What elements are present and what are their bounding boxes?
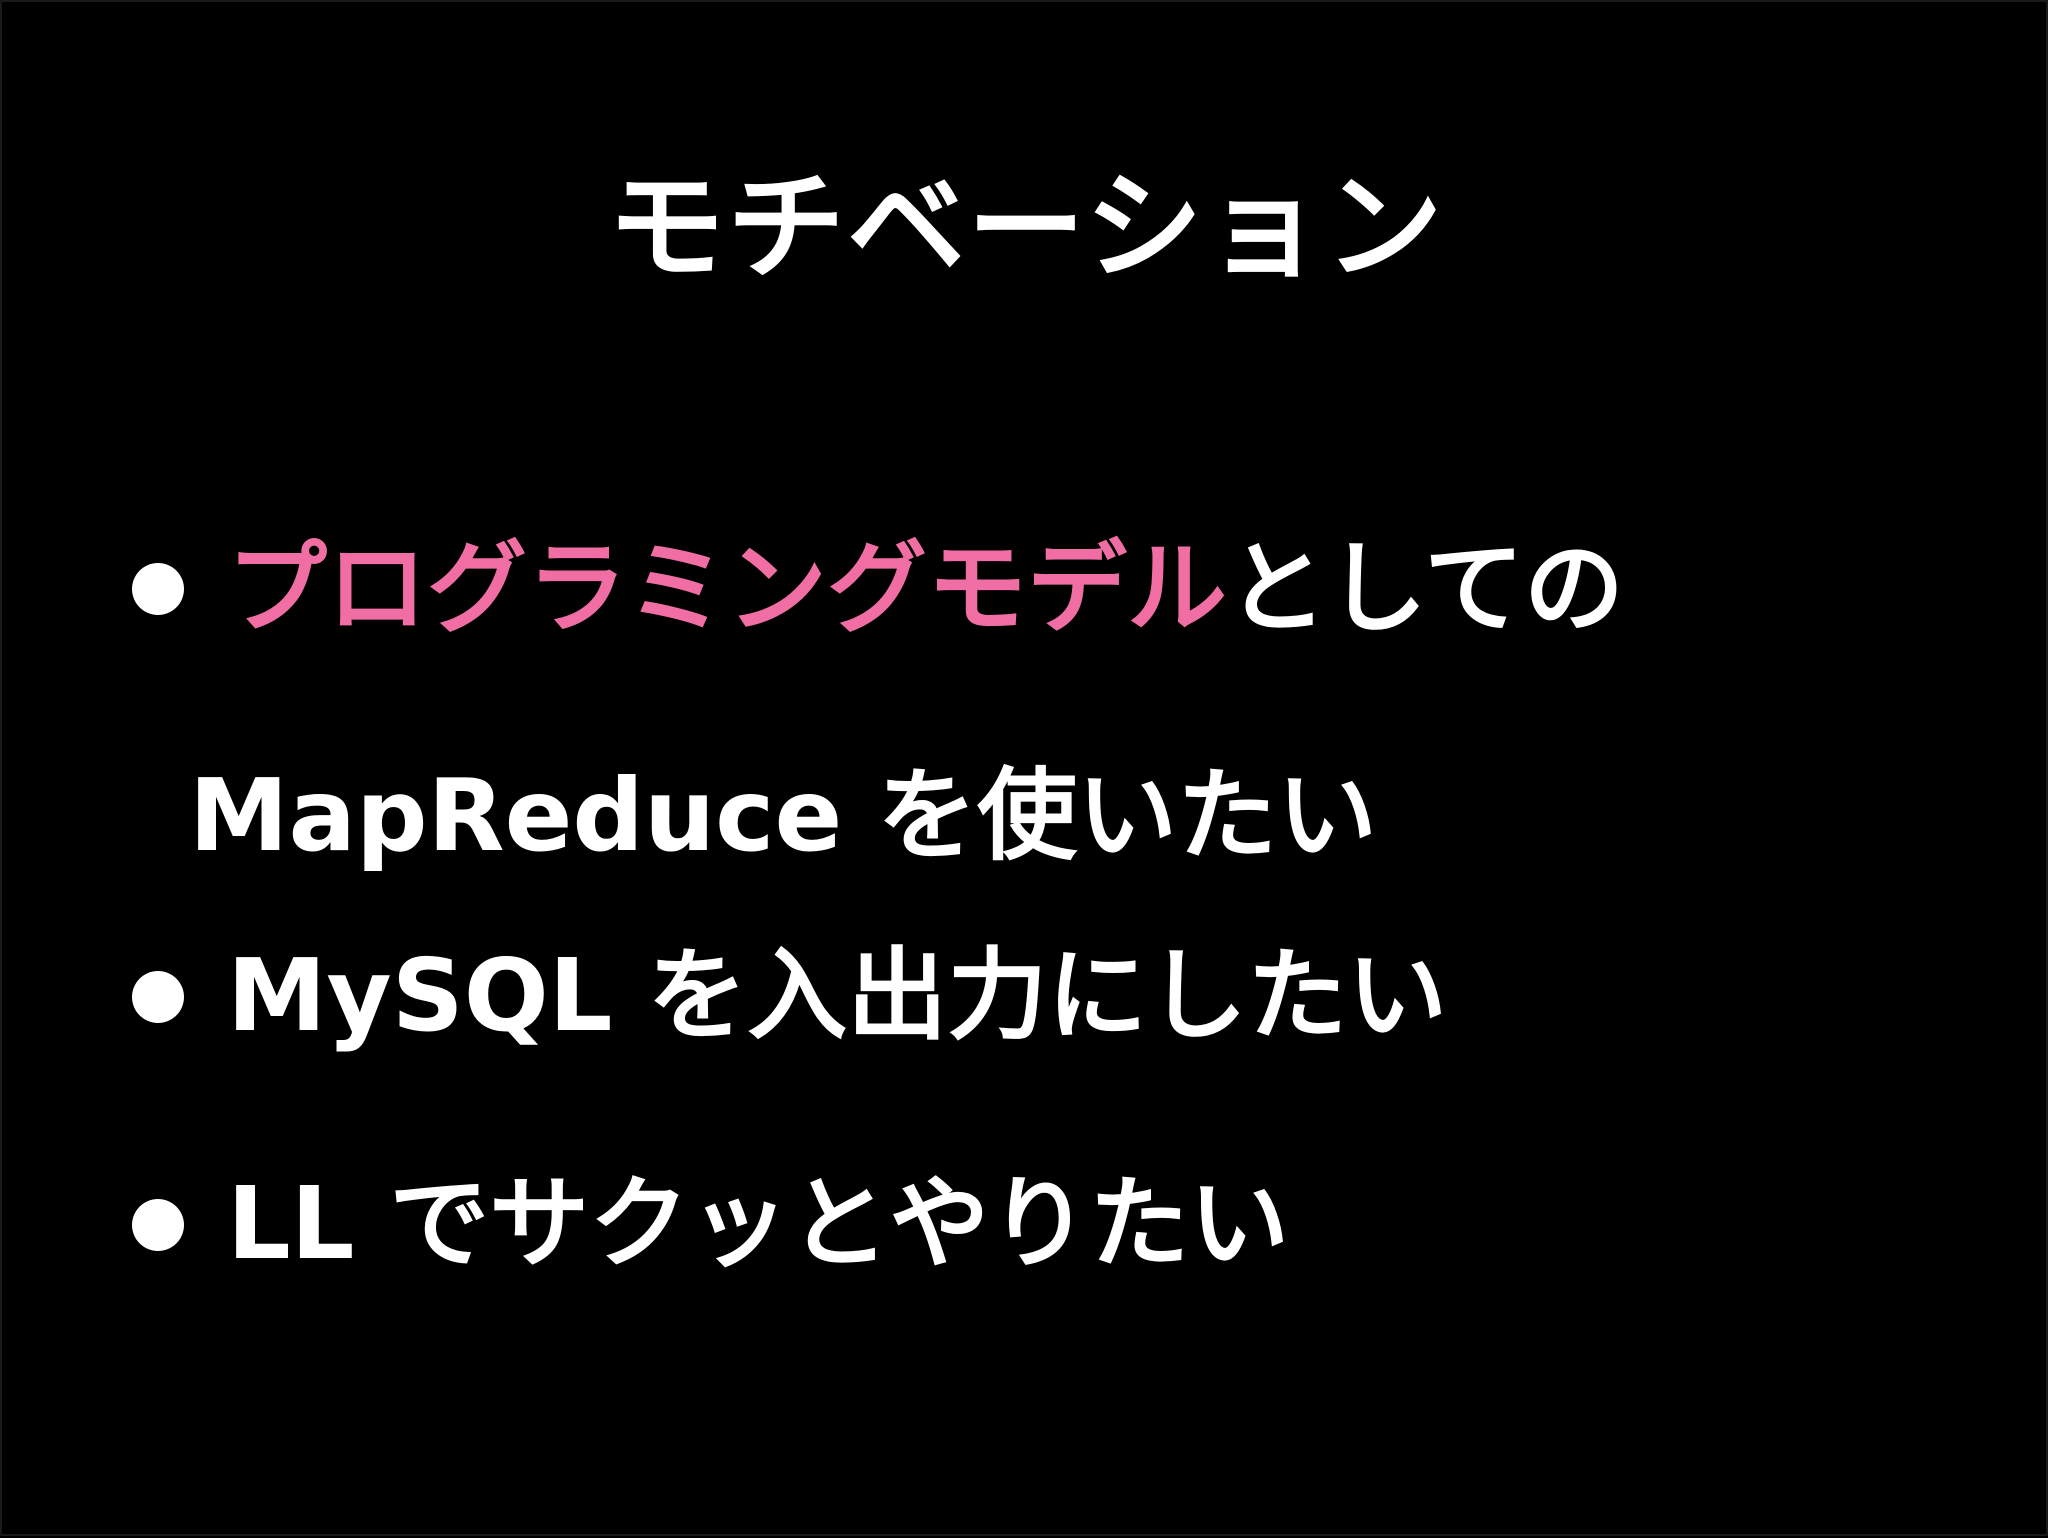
bullet-item-programming-model: プログラミングモデルとしての MapReduce を使いたい — [132, 507, 2022, 874]
bullet-accent-text: プログラミングモデル — [227, 530, 1227, 647]
bullet-dot-icon — [132, 563, 184, 615]
bullet-text: LL でサクッとやりたい — [227, 1165, 1290, 1282]
bullet-dot-icon — [132, 1199, 184, 1251]
bullet-text-suffix: としての — [1227, 530, 1624, 647]
bullet-continuation-text: MapReduce を使いたい — [189, 757, 1378, 874]
bullet-item-mysql: MySQL を入出力にしたい — [132, 914, 2022, 1054]
bullet-item-ll: LL でサクッとやりたい — [132, 1142, 2022, 1282]
bullet-text: MySQL を入出力にしたい — [227, 937, 1448, 1054]
bullet-text: プログラミングモデルとしての — [227, 525, 1624, 653]
slide-title: モチベーション — [607, 158, 1445, 296]
bullet-dot-icon — [132, 971, 184, 1023]
